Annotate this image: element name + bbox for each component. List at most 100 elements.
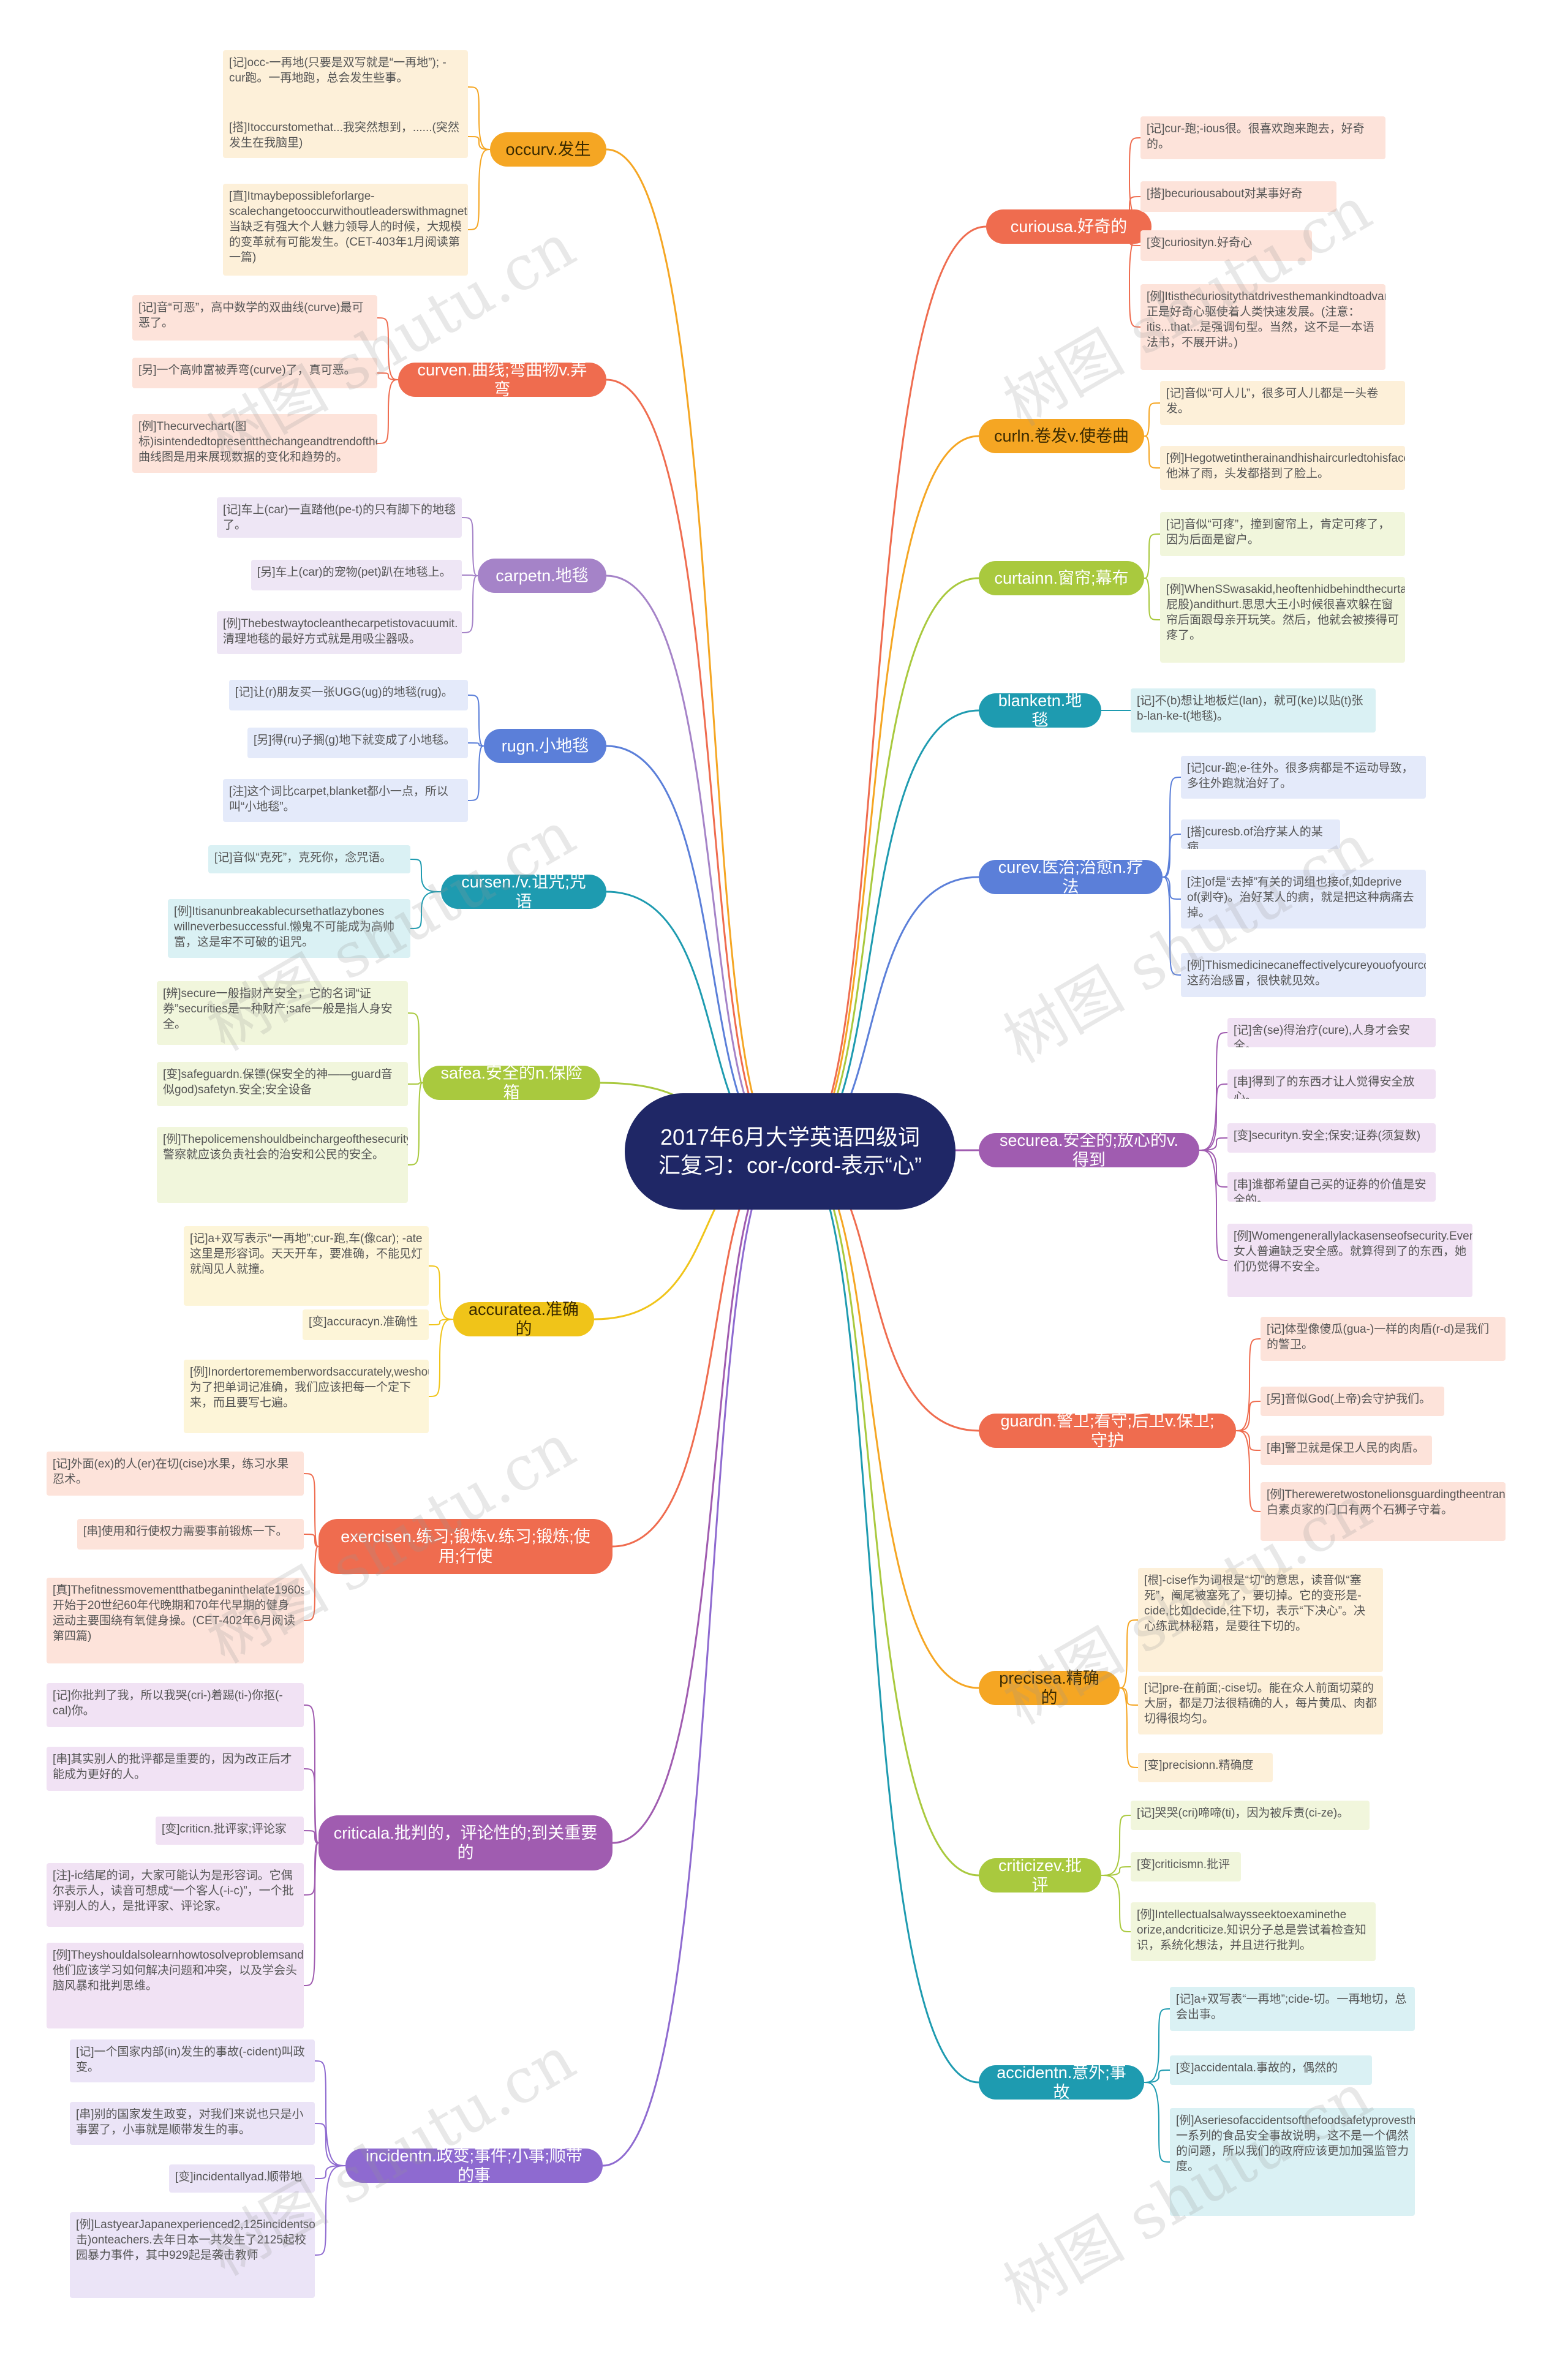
leaf-note[interactable]: [记]cur-跑;e-往外。很多病都是不运动导致，多往外跑就治好了。 xyxy=(1181,756,1426,799)
leaf-note[interactable]: [记]pre-在前面;-cise切。能在众人前面切菜的大厨，都是刀法很精确的人，… xyxy=(1138,1676,1383,1734)
branch-topic[interactable]: curev.医治;治愈n.疗法 xyxy=(979,858,1163,896)
leaf-connector xyxy=(1199,1150,1228,1188)
leaf-note[interactable]: [记]a+双写表示“一再地”;cur-跑,车(像car); -ate这里是形容词… xyxy=(184,1226,429,1306)
leaf-connector xyxy=(377,372,399,380)
leaf-note[interactable]: [例]Thecurvechart(图标)isintendedtopresentt… xyxy=(132,414,377,473)
central-topic[interactable]: 2017年6月大学英语四级词汇复习：cor-/cord-表示“心” xyxy=(625,1093,956,1210)
leaf-note[interactable]: [串]别的国家发生政变，对我们来说也只是小事罢了，小事就是顺带发生的事。 xyxy=(70,2102,315,2145)
branch-topic[interactable]: curven.曲线;弯曲物v.弄弯 xyxy=(398,361,606,399)
leaf-connector xyxy=(461,574,478,576)
leaf-note[interactable]: [根]-cise作为词根是“切”的意思，读音似“塞死”，阉尾被塞死了，要切掉。它… xyxy=(1138,1568,1383,1672)
leaf-connector xyxy=(1144,578,1161,620)
branch-topic[interactable]: rugn.小地毯 xyxy=(484,729,606,763)
leaf-note[interactable]: [变]securityn.安全;保安;证券(须复数) xyxy=(1227,1123,1436,1153)
leaf-connector xyxy=(377,379,399,444)
branch-topic[interactable]: safea.安全的n.保险箱 xyxy=(423,1064,600,1102)
branch-connector xyxy=(796,709,979,1153)
leaf-note[interactable]: [例]WhenSSwasakid,heoftenhidbehindthecurt… xyxy=(1160,577,1405,663)
leaf-note[interactable]: [另]一个高帅富被弄弯(curve)了，真可恶。 xyxy=(132,358,377,388)
leaf-note[interactable]: [例]Thereweretwostonelionsguardingtheentr… xyxy=(1261,1482,1506,1541)
leaf-note[interactable]: [另]车上(car)的宠物(pet)趴在地毯上。 xyxy=(251,560,462,590)
leaf-note[interactable]: [记]你批判了我，所以我哭(cri-)着踢(ti-)你抠(-cal)你。 xyxy=(47,1683,304,1727)
leaf-connector xyxy=(303,1768,319,1844)
branch-topic[interactable]: accidentn.意外;事故 xyxy=(979,2063,1144,2101)
leaf-note[interactable]: [变]precisionn.精确度 xyxy=(1138,1753,1273,1782)
leaf-note[interactable]: [记]车上(car)一直踏他(pe-t)的只有脚下的地毯了。 xyxy=(217,497,462,538)
leaf-note[interactable]: [变]safeguardn.保镖(保安全的神——guard音似god)safet… xyxy=(157,1062,408,1106)
leaf-note[interactable]: [记]哭哭(cri)啼啼(ti)，因为被斥责(ci-ze)。 xyxy=(1131,1801,1370,1830)
leaf-note[interactable]: [记]occ-一再地(只要是双写就是“一再地”); -cur跑。一再地跑，总会发… xyxy=(223,50,468,124)
leaf-note[interactable]: [串]使用和行使权力需要事前锻炼一下。 xyxy=(77,1519,304,1550)
leaf-note[interactable]: [记]音似“可人儿”，很多可人儿都是一头卷发。 xyxy=(1160,381,1405,425)
branch-topic[interactable]: curiousa.好奇的 xyxy=(986,209,1152,244)
leaf-note[interactable]: [记]一个国家内部(in)发生的事故(-cident)叫政变。 xyxy=(70,2039,315,2082)
leaf-note[interactable]: [记]音“可恶”，高中数学的双曲线(curve)最可恶了。 xyxy=(132,295,377,341)
leaf-note[interactable]: [串]警卫就是保卫人民的肉盾。 xyxy=(1261,1436,1432,1465)
leaf-note[interactable]: [变]criticn.批评家;评论家 xyxy=(156,1817,304,1845)
leaf-connector xyxy=(1199,1137,1228,1151)
leaf-note[interactable]: [记]音似“可疼”，撞到窗帘上，肯定可疼了，因为后面是窗户。 xyxy=(1160,512,1405,556)
branch-topic[interactable]: occurv.发生 xyxy=(490,132,606,167)
branch-topic[interactable]: precisea.精确的 xyxy=(979,1669,1120,1707)
branch-topic[interactable]: carpetn.地毯 xyxy=(478,559,606,593)
branch-topic[interactable]: guardn.警卫;看守;后卫v.保卫;守护 xyxy=(979,1412,1236,1450)
leaf-note[interactable]: [注]of是“去掉”有关的词组也接of,如deprive of(剥夺)。治好某人… xyxy=(1181,870,1426,928)
leaf-note[interactable]: [真]Thefitnessmovementthatbeganinthelate1… xyxy=(47,1578,304,1663)
leaf-connector xyxy=(1235,1401,1261,1431)
leaf-note[interactable]: [另]音似God(上帝)会守护我们。 xyxy=(1261,1387,1444,1416)
branch-topic[interactable]: blanketn.地毯 xyxy=(979,691,1101,729)
leaf-note[interactable]: [记]音似“克死”，克死你，念咒语。 xyxy=(208,845,410,873)
leaf-note[interactable]: [记]cur-跑;-ious很。很喜欢跑来跑去，好奇的。 xyxy=(1140,116,1385,159)
leaf-note[interactable]: [例]Aseriesofaccidentsofthefoodsafetyprov… xyxy=(1170,2108,1415,2216)
leaf-connector xyxy=(314,2060,346,2166)
leaf-note[interactable]: [例]Thismedicinecaneffectivelycureyouofyo… xyxy=(1181,953,1426,997)
leaf-note[interactable]: [例]Inordertorememberwordsaccurately,wesh… xyxy=(184,1360,429,1433)
leaf-connector xyxy=(1119,1619,1139,1689)
leaf-note[interactable]: [搭]curesb.of治疗某人的某病 xyxy=(1181,819,1340,849)
leaf-note[interactable]: [记]外面(ex)的人(er)在切(cise)水果，练习水果忍术。 xyxy=(47,1452,304,1496)
leaf-note[interactable]: [变]incidentallyad.顺带地 xyxy=(169,2164,315,2193)
leaf-note[interactable]: [注]这个词比carpet,blanket都小一点，所以叫“小地毯”。 xyxy=(223,779,468,822)
branch-topic[interactable]: cursen./v.诅咒;咒语 xyxy=(441,873,606,911)
leaf-note[interactable]: [记]舍(se)得治疗(cure),人身才会安全。 xyxy=(1227,1018,1436,1047)
leaf-note[interactable]: [变]criticismn.批评 xyxy=(1131,1852,1241,1881)
leaf-note[interactable]: [例]LastyearJapanexperienced2,125incident… xyxy=(70,2212,315,2298)
leaf-note[interactable]: [例]Thebestwaytocleanthecarpetistovacuumi… xyxy=(217,611,462,654)
branch-topic[interactable]: securea.安全的;放心的v.得到 xyxy=(979,1131,1199,1169)
leaf-note[interactable]: [例]Itisthecuriositythatdrivesthemankindt… xyxy=(1140,284,1385,370)
branch-topic[interactable]: curtainn.窗帘;幕布 xyxy=(979,561,1144,595)
leaf-note[interactable]: [例]Hegotwetintherainandhishaircurledtohi… xyxy=(1160,446,1405,490)
leaf-note[interactable]: [例]Womengenerallylackasenseofsecurity.Ev… xyxy=(1227,1224,1472,1297)
leaf-note[interactable]: [变]accidentala.事故的，偶然的 xyxy=(1170,2055,1372,2085)
branch-topic[interactable]: accuratea.准确的 xyxy=(453,1300,594,1338)
leaf-note[interactable]: [注]-ic结尾的词，大家可能认为是形容词。它偶尔表示人，读音可想成“一个客人(… xyxy=(47,1863,304,1927)
leaf-note[interactable]: [记]不(b)想让地板烂(lan)，就可(ke)以贴(t)张b-lan-ke-t… xyxy=(1131,688,1376,733)
leaf-note[interactable]: [例]Itisanunbreakablecursethatlazybones w… xyxy=(168,899,410,958)
branch-topic[interactable]: criticala.批判的，评论性的;到关重要的 xyxy=(318,1815,612,1870)
branch-topic[interactable]: incidentn.政变;事件;小事;顺带的事 xyxy=(345,2147,603,2185)
leaf-note[interactable]: [记]a+双写表“一再地”;cide-切。一再地切，总会出事。 xyxy=(1170,1987,1415,2031)
leaf-note[interactable]: [例]Theyshouldalsolearnhowtosolveproblems… xyxy=(47,1943,304,2028)
leaf-connector xyxy=(1101,1866,1131,1876)
leaf-note[interactable]: [例]Thepolicemenshouldbeinchargeofthesecu… xyxy=(157,1127,408,1203)
leaf-note[interactable]: [串]得到了的东西才让人觉得安全放心。 xyxy=(1227,1069,1436,1099)
leaf-note[interactable]: [搭]becuriousabout对某事好奇 xyxy=(1140,181,1336,212)
leaf-connector xyxy=(1119,1687,1139,1768)
leaf-note[interactable]: [搭]Itoccurstomethat...我突然想到，......(突然发生在… xyxy=(223,115,468,158)
leaf-note[interactable]: [记]体型像傻瓜(gua-)一样的肉盾(r-d)是我们的警卫。 xyxy=(1261,1317,1506,1361)
branch-topic[interactable]: curln.卷发v.使卷曲 xyxy=(979,419,1144,453)
leaf-connector xyxy=(1235,1338,1261,1431)
leaf-connector xyxy=(1119,1687,1139,1706)
leaf-note[interactable]: [另]得(ru)子搁(g)地下就变成了小地毯。 xyxy=(247,728,468,758)
leaf-note[interactable]: [变]accuracyn.准确性 xyxy=(303,1309,429,1340)
branch-topic[interactable]: criticizev.批评 xyxy=(979,1856,1101,1894)
branch-topic[interactable]: exercisen.练习;锻炼v.练习;锻炼;使用;行使 xyxy=(318,1519,612,1574)
leaf-note[interactable]: [辨]secure一般指财产安全，它的名词“证券”securities是一种财产… xyxy=(157,981,408,1045)
leaf-connector xyxy=(461,517,478,576)
leaf-note[interactable]: [变]curiosityn.好奇心 xyxy=(1140,230,1312,261)
leaf-note[interactable]: [直]Itmaybepossibleforlarge-scalechangeto… xyxy=(223,184,468,276)
leaf-note[interactable]: [例]Intellectualsalwaysseektoexaminethe o… xyxy=(1131,1902,1376,1961)
leaf-note[interactable]: [记]让(r)朋友买一张UGG(ug)的地毯(rug)。 xyxy=(229,680,468,710)
leaf-note[interactable]: [串]其实别人的批评都是重要的，因为改正后才能成为更好的人。 xyxy=(47,1747,304,1791)
leaf-note[interactable]: [串]谁都希望自己买的证券的价值是安全的。 xyxy=(1227,1172,1436,1202)
